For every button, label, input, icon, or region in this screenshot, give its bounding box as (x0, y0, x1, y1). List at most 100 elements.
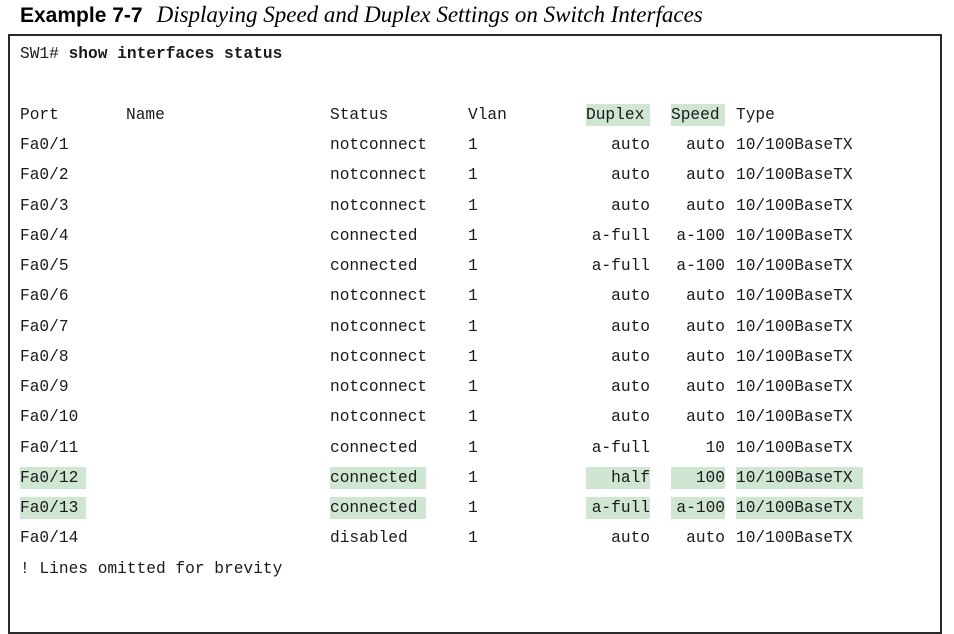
cell-speed: auto (686, 287, 725, 306)
cell-vlan: 1 (468, 136, 478, 154)
cell-type: 10/100BaseTX (736, 529, 853, 548)
cell-port: Fa0/5 (20, 257, 69, 275)
cell-vlan: 1 (468, 196, 478, 215)
cell-speed: auto (686, 136, 725, 154)
example-title: Displaying Speed and Duplex Settings on … (156, 2, 703, 27)
header-port: Port (20, 106, 59, 124)
command-line: SW1# show interfaces status (20, 44, 282, 64)
header-type: Type (736, 106, 775, 124)
table-row: Fa0/3 notconnect 1 auto auto 10/100BaseTX (0, 195, 954, 217)
cell-speed: auto (686, 408, 725, 427)
example-caption: Example 7-7 Displaying Speed and Duplex S… (20, 0, 703, 30)
cell-vlan: 1 (468, 438, 478, 457)
header-name: Name (126, 106, 165, 124)
cell-port: Fa0/9 (20, 378, 69, 396)
cell-name (126, 346, 306, 368)
cell-speed: a-100 (676, 226, 725, 245)
cell-duplex: auto (611, 287, 650, 306)
cell-name (126, 497, 306, 519)
cell-port: Fa0/7 (20, 317, 69, 336)
cell-name (126, 285, 306, 307)
header-duplex: Duplex (586, 104, 650, 126)
cell-speed: auto (686, 317, 725, 336)
cell-duplex: auto (611, 136, 650, 154)
cell-duplex: auto (611, 347, 650, 366)
cell-status: notconnect (330, 166, 428, 185)
cell-name (126, 316, 306, 338)
cell-port: Fa0/6 (20, 287, 69, 306)
cell-vlan: 1 (468, 468, 478, 487)
cell-type: 10/100BaseTX (736, 378, 853, 396)
cell-name (126, 527, 306, 549)
cell-type: 10/100BaseTX (736, 226, 853, 245)
cell-type: 10/100BaseTX (736, 497, 863, 519)
cell-vlan: 1 (468, 408, 478, 427)
cell-type: 10/100BaseTX (736, 408, 853, 427)
cell-speed: 10 (705, 438, 725, 457)
cell-status: connected (330, 438, 418, 457)
cell-duplex: half (586, 466, 650, 489)
cell-type: 10/100BaseTX (736, 347, 853, 366)
cell-speed: auto (686, 196, 725, 215)
cell-name (126, 437, 306, 459)
cell-type: 10/100BaseTX (736, 136, 853, 154)
cell-name (126, 255, 306, 277)
cell-port: Fa0/2 (20, 166, 69, 185)
cell-duplex: auto (611, 166, 650, 185)
cell-status: connected (330, 466, 426, 489)
cell-name (126, 164, 306, 186)
cell-port: Fa0/10 (20, 408, 79, 427)
cell-type: 10/100BaseTX (736, 257, 853, 275)
cell-vlan: 1 (468, 166, 478, 185)
cell-status: notconnect (330, 196, 428, 215)
cell-speed: auto (686, 378, 725, 396)
cell-type: 10/100BaseTX (736, 438, 853, 457)
cell-speed: 100 (671, 466, 725, 489)
cell-name (126, 225, 306, 247)
omitted-lines-note: ! Lines omitted for brevity (20, 560, 283, 578)
cell-status: connected (330, 257, 418, 275)
cell-port: Fa0/3 (20, 196, 69, 215)
cell-name (126, 195, 306, 217)
cell-vlan: 1 (468, 529, 478, 548)
cell-duplex: auto (611, 529, 650, 548)
header-speed: Speed (671, 104, 725, 126)
cell-name (126, 467, 306, 489)
header-vlan: Vlan (468, 106, 507, 124)
cell-vlan: 1 (468, 499, 478, 517)
cell-type: 10/100BaseTX (736, 166, 853, 185)
example-number: Example 7-7 (20, 4, 143, 27)
cell-vlan: 1 (468, 347, 478, 366)
cell-type: 10/100BaseTX (736, 317, 853, 336)
cell-name (126, 134, 306, 156)
cell-vlan: 1 (468, 378, 478, 396)
cell-status: connected (330, 497, 426, 519)
cell-speed: a-100 (676, 257, 725, 275)
cell-duplex: auto (611, 196, 650, 215)
cell-port: Fa0/1 (20, 136, 69, 154)
cell-speed: auto (686, 347, 725, 366)
cell-name (126, 406, 306, 428)
cell-type: 10/100BaseTX (736, 287, 853, 306)
cell-vlan: 1 (468, 287, 478, 306)
cell-status: notconnect (330, 347, 428, 366)
cell-port: Fa0/8 (20, 347, 69, 366)
cell-duplex: a-full (586, 497, 650, 519)
table-row: Fa0/8 notconnect 1 auto auto 10/100BaseTX (0, 346, 954, 368)
cell-port: Fa0/14 (20, 529, 79, 548)
cell-duplex: auto (611, 408, 650, 427)
cell-port: Fa0/11 (20, 438, 79, 457)
cell-duplex: auto (611, 317, 650, 336)
cell-port: Fa0/12 (20, 466, 86, 489)
cell-type: 10/100BaseTX (736, 196, 853, 215)
cell-name (126, 376, 306, 398)
